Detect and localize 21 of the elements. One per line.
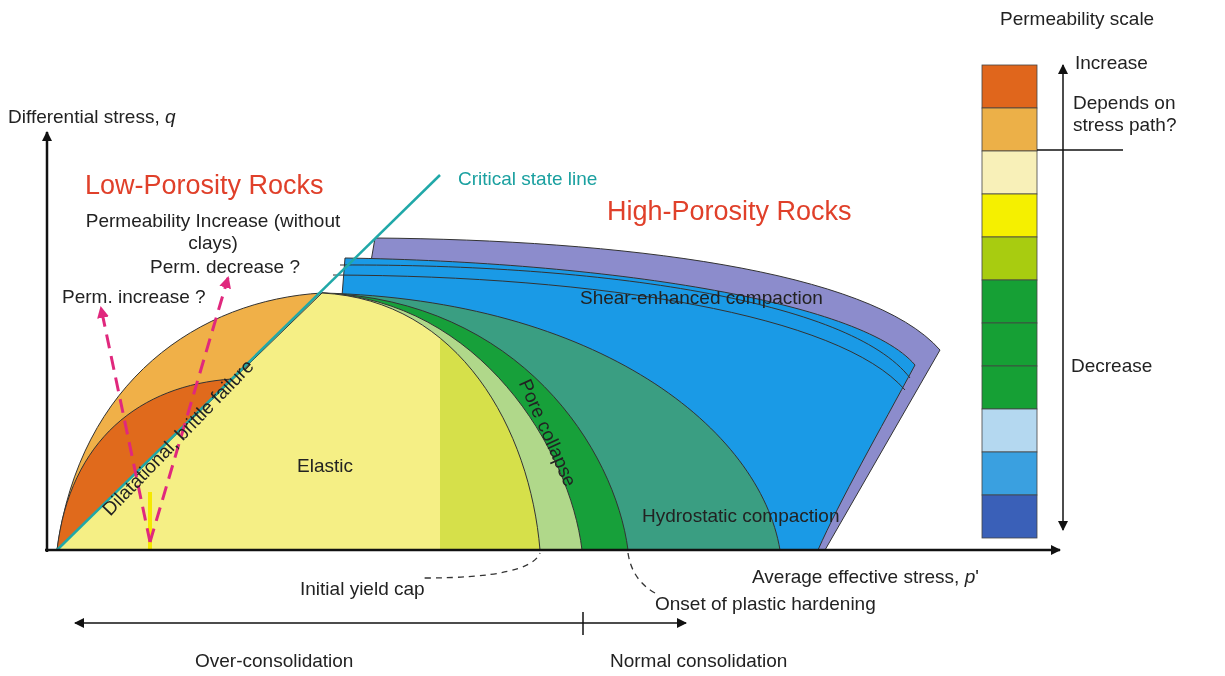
annotation-text: Perm. decrease ? bbox=[150, 256, 300, 278]
leader-line bbox=[424, 552, 541, 579]
annotation-text: Initial yield cap bbox=[300, 578, 425, 600]
range-label: Normal consolidation bbox=[610, 650, 788, 672]
region-title: High-Porosity Rocks bbox=[607, 196, 852, 228]
region-label: Permeability Increase (without clays) bbox=[84, 210, 342, 254]
scale-label: Increase bbox=[1075, 52, 1148, 74]
line-label: Critical state line bbox=[458, 168, 598, 190]
region-title: Low-Porosity Rocks bbox=[85, 170, 324, 202]
scale-title: Permeability scale bbox=[1000, 8, 1155, 30]
arrow bbox=[97, 305, 152, 543]
annotation-text: Perm. increase ? bbox=[62, 286, 206, 308]
axis-title: Average effective stress, p' bbox=[752, 566, 979, 588]
axis-title: Differential stress, q bbox=[8, 106, 176, 128]
arrow bbox=[148, 275, 231, 543]
region-label: Elastic bbox=[297, 455, 353, 477]
annotation-text: Onset of plastic hardening bbox=[655, 593, 876, 615]
scale-label: Decrease bbox=[1071, 355, 1153, 377]
scale-label: Depends on stress path? bbox=[1073, 92, 1178, 136]
range-label: Over-consolidation bbox=[195, 650, 354, 672]
leader-line bbox=[627, 552, 656, 594]
